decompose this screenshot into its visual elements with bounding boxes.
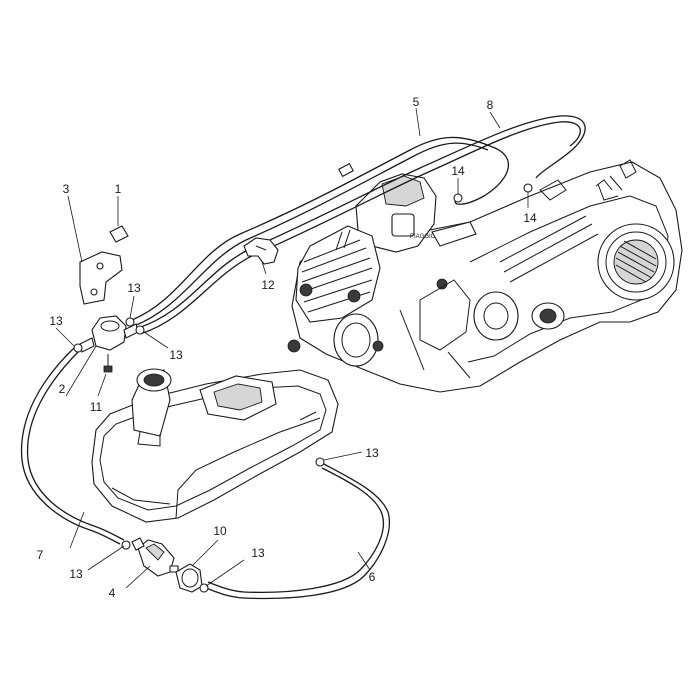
clamp-14-a: [453, 193, 463, 203]
callout-7: 7: [37, 548, 44, 562]
callout-4: 4: [109, 586, 116, 600]
callout-13-left: 13: [49, 314, 63, 328]
callout-14-left: 14: [451, 164, 465, 178]
callout-13-tank: 13: [365, 446, 379, 460]
hose-8: [137, 115, 586, 329]
callout-11: 11: [90, 400, 103, 414]
svg-text:PIAGGIO: PIAGGIO: [410, 234, 436, 240]
clamp-13-a: [73, 343, 83, 353]
callout-8: 8: [487, 98, 494, 112]
fuel-tank: [91, 368, 339, 523]
clamp-13-d: [315, 457, 325, 467]
clamp-13-c: [125, 317, 135, 327]
callout-1: 1: [115, 182, 122, 196]
callout-13-filter: 13: [69, 567, 83, 581]
callout-14-right: 14: [523, 211, 537, 225]
callout-13-top: 13: [127, 281, 141, 295]
callout-2: 2: [59, 382, 66, 396]
hoses: [20, 115, 586, 600]
engine-assembly: PIAGGIO: [287, 159, 683, 393]
callout-13-clamp: 13: [251, 546, 265, 560]
callout-3: 3: [63, 182, 70, 196]
hose-7: [20, 345, 121, 545]
screw: [103, 365, 113, 373]
clamp-14-b: [523, 183, 533, 193]
hose-6: [205, 461, 390, 600]
clip: [109, 225, 129, 243]
callout-5: 5: [413, 95, 420, 109]
clamp-13-b: [135, 325, 145, 335]
clamp: [243, 237, 279, 265]
callout-6: 6: [369, 570, 376, 584]
callout-12: 12: [261, 278, 275, 292]
bracket: [79, 251, 123, 305]
hose-5: [131, 136, 509, 321]
leader-lines: [55, 107, 529, 589]
callout-labels: 1 2 3 4 5 6 7 8 10 11 12 13 13 13 13 13 …: [37, 95, 537, 600]
clamp-13-e: [121, 540, 131, 550]
callout-13-right: 13: [169, 348, 183, 362]
callout-10: 10: [213, 524, 227, 538]
small-parts: [73, 183, 533, 593]
